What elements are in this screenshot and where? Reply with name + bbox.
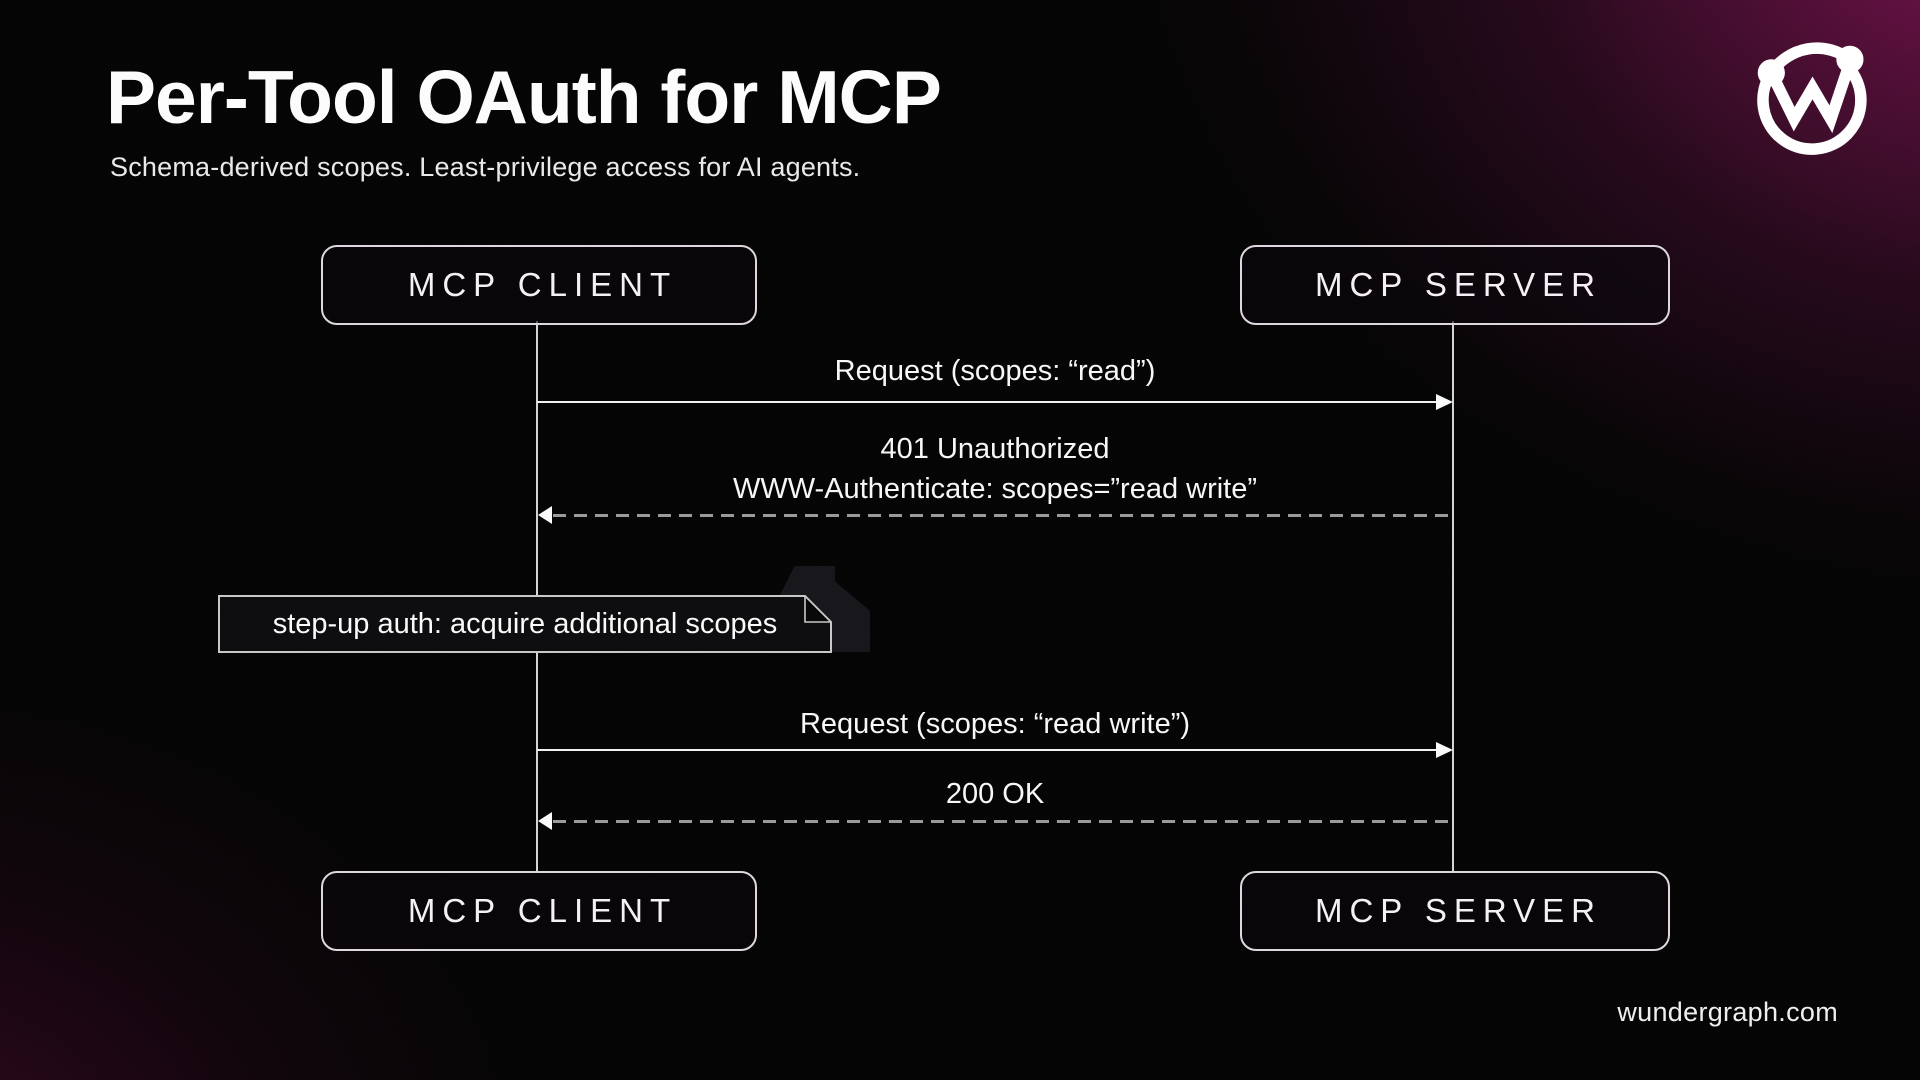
note-label: step-up auth: acquire additional scopes xyxy=(272,607,778,640)
message-1-arrow xyxy=(537,401,1437,403)
page-subtitle: Schema-derived scopes. Least-privilege a… xyxy=(110,152,861,182)
actor-mcp-server-top: MCP SERVER xyxy=(1240,245,1670,325)
actor-label: MCP SERVER xyxy=(1314,892,1602,929)
actor-mcp-server-bottom: MCP SERVER xyxy=(1240,871,1670,951)
message-2-label-line2: WWW-Authenticate: scopes=”read write” xyxy=(732,473,1258,505)
page-title: Per-Tool OAuth for MCP xyxy=(106,55,942,139)
actor-label: MCP SERVER xyxy=(1314,266,1602,303)
message-4-label: 200 OK xyxy=(945,778,1045,810)
actor-mcp-client-top: MCP CLIENT xyxy=(321,245,757,325)
actor-label: MCP CLIENT xyxy=(407,892,678,929)
message-3-arrow xyxy=(537,749,1437,751)
actor-label: MCP CLIENT xyxy=(407,266,678,303)
message-4-arrowhead-icon xyxy=(538,812,552,830)
message-2-arrow xyxy=(553,514,1453,517)
message-1-label: Request (scopes: “read”) xyxy=(834,355,1156,387)
message-1-arrowhead-icon xyxy=(1436,394,1453,410)
wundergraph-logo-icon xyxy=(1757,42,1867,155)
message-2-arrowhead-icon xyxy=(538,506,552,524)
message-2-label-line1: 401 Unauthorized xyxy=(880,433,1110,465)
message-4-arrow xyxy=(553,820,1453,823)
actor-mcp-client-bottom: MCP CLIENT xyxy=(321,871,757,951)
message-3-label: Request (scopes: “read write”) xyxy=(799,708,1191,740)
message-3-arrowhead-icon xyxy=(1436,742,1453,758)
website-link[interactable]: wundergraph.com xyxy=(1617,997,1838,1027)
note-step-up-auth: step-up auth: acquire additional scopes xyxy=(218,594,833,653)
